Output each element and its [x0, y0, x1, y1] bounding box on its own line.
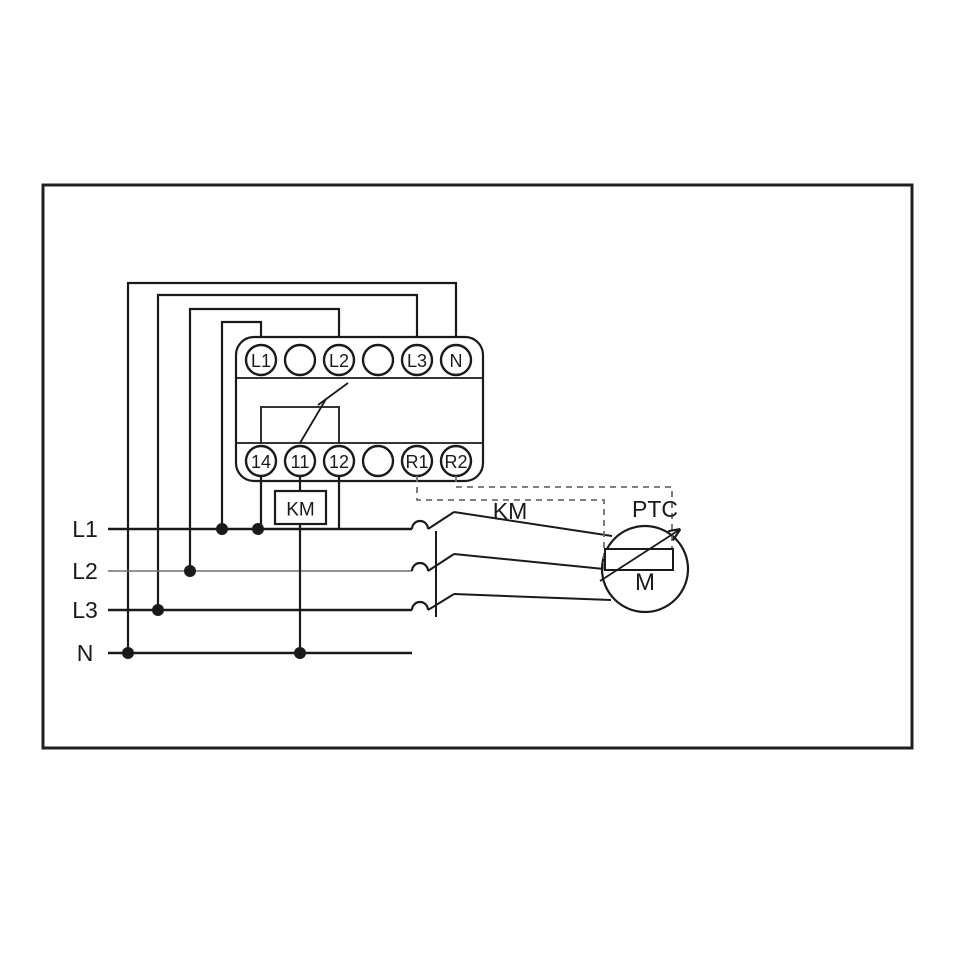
rail-label-l3: L3 — [72, 597, 98, 623]
relay-terminal-bottom-label-12: 12 — [329, 452, 349, 472]
ptc-label: PTC — [632, 496, 678, 522]
relay-terminal-top-n — [439, 343, 473, 377]
relay-contact-blade — [299, 398, 327, 444]
ptc-wire-r1 — [416, 476, 605, 570]
relay-terminal-top-label-l3: L3 — [407, 351, 427, 371]
relay-terminal-bottom-label-r2: R2 — [444, 452, 467, 472]
coil-box — [273, 489, 328, 526]
rail-label-n: N — [77, 640, 94, 666]
supply-wire-l2 — [188, 307, 341, 571]
motor-label: M — [635, 569, 655, 596]
contactor-blade — [427, 593, 455, 611]
relay-terminal-bottom-label-r1: R1 — [405, 452, 428, 472]
contactor-output-wire — [453, 593, 612, 601]
rail-label-l2: L2 — [72, 558, 98, 584]
contactor-terminal — [410, 561, 430, 572]
contactor-output-wire — [453, 553, 605, 570]
supply-wire-l3 — [156, 293, 419, 610]
contactor-output-wire — [453, 511, 613, 537]
relay-body — [234, 335, 485, 483]
relay-terminal-top-label-l1: L1 — [251, 351, 271, 371]
supply-wire-n — [126, 281, 458, 653]
contactor-blade — [427, 511, 455, 530]
relay-terminal-top-blank — [361, 343, 395, 377]
relay-contact-nc-path — [310, 406, 340, 443]
coil-label: KM — [286, 500, 315, 521]
relay-terminal-top-l3 — [400, 343, 434, 377]
relay-terminal-top-l2 — [322, 343, 356, 377]
junction-dot — [184, 565, 196, 577]
junction-dot — [294, 647, 306, 659]
relay-terminal-top-l1 — [244, 343, 278, 377]
relay-terminal-top-label-n: N — [450, 351, 463, 371]
contactor-label: KM — [493, 498, 528, 524]
contactor-terminal — [410, 600, 430, 611]
relay-terminal-top-blank — [283, 343, 317, 377]
contactor-terminal — [410, 519, 430, 530]
junction-dot — [152, 604, 164, 616]
relay-contact-no-path — [260, 406, 310, 443]
relay-terminal-bottom-blank — [361, 444, 395, 478]
junction-dot — [122, 647, 134, 659]
diagram-border — [41, 183, 914, 750]
ptc-variation-arrow — [599, 530, 679, 582]
contactor-blade — [427, 553, 455, 572]
relay-contact-blade-tip — [317, 382, 349, 406]
relay-terminal-bottom-label-14: 14 — [251, 452, 271, 472]
ptc-resistor-box — [604, 548, 674, 571]
junction-dot — [216, 523, 228, 535]
rail-label-l1: L1 — [72, 516, 98, 542]
relay-terminal-top-label-l2: L2 — [329, 351, 349, 371]
junction-dot — [252, 523, 264, 535]
supply-wire-l1 — [220, 320, 263, 529]
relay-terminal-bottom-label-11: 11 — [291, 452, 310, 472]
